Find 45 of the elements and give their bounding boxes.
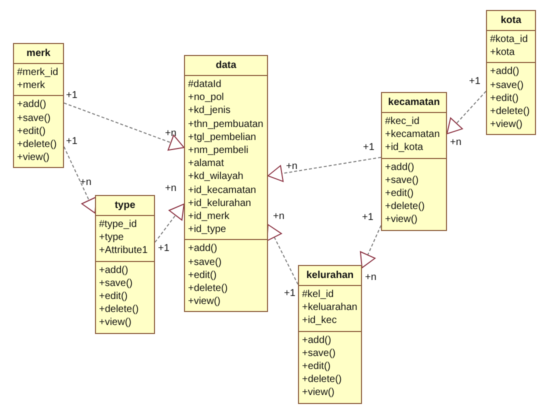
multiplicity-label: +1	[362, 212, 374, 224]
dependency-arrow	[446, 90, 486, 134]
method-list: +add() +save() +edit() +delete() +view()	[385, 160, 443, 227]
multiplicity-label: +n	[273, 210, 284, 222]
multiplicity-label: +1	[363, 142, 374, 154]
attribute-list: #merk_id +merk	[17, 66, 60, 92]
class-box	[486, 10, 536, 136]
class-box	[184, 55, 268, 312]
class-name: kelurahan	[305, 269, 355, 283]
multiplicity-label: +n	[80, 177, 92, 188]
multiplicity-label: +n	[165, 183, 176, 194]
method-list: +add() +save() +edit() +delete() +view()	[99, 264, 151, 330]
class-name: data	[214, 59, 238, 73]
class-name: merk	[26, 47, 52, 61]
multiplicity-label: +1	[158, 243, 170, 254]
class-box	[13, 43, 64, 168]
multiplicity-label: +n	[365, 272, 376, 283]
multiplicity-label: +n	[450, 136, 462, 148]
dependency-arrow	[154, 204, 184, 243]
multiplicity-label: +1	[66, 136, 78, 147]
class-box	[381, 92, 447, 231]
method-list: +add() +save() +edit() +delete() +view()	[490, 65, 532, 132]
class-name: type	[114, 199, 136, 213]
class-box	[298, 265, 362, 404]
dependency-arrow	[360, 224, 382, 268]
multiplicity-label: +1	[66, 90, 78, 101]
multiplicity-label: +1	[469, 76, 480, 88]
method-list: +add() +save() +edit() +delete() +view()	[188, 242, 264, 308]
class-name: kecamatan	[387, 96, 441, 110]
attribute-list: #kec_id +kecamatan +id_kota	[385, 115, 443, 155]
class-name: kota	[500, 14, 522, 28]
dependency-arrow	[64, 102, 184, 151]
class-box	[95, 195, 155, 334]
method-list: +add() +save() +edit() +delete() +view()	[302, 334, 358, 400]
dependency-arrow	[268, 156, 382, 182]
multiplicity-label: +1	[284, 288, 296, 300]
multiplicity-label: +n	[286, 160, 298, 172]
attribute-list: #type_id +type +Attribute1	[99, 218, 151, 258]
method-list: +add() +save() +edit() +delete() +view()	[17, 98, 60, 164]
attribute-list: #dataId +no_pol +kd_jenis +thn_pembuatan +tgl_pembelian +nm_pembeli +alamat +kd_wilayah +id_kecamatan +id_kelurahan +id_merk +id_type	[188, 78, 264, 236]
attribute-list: #kel_id +keluarahan +id_kec	[302, 288, 358, 328]
dependency-arrow	[64, 146, 97, 214]
multiplicity-label: +n	[165, 128, 176, 139]
dependency-arrow	[266, 224, 298, 285]
attribute-list: #kota_id +kota	[490, 33, 532, 60]
